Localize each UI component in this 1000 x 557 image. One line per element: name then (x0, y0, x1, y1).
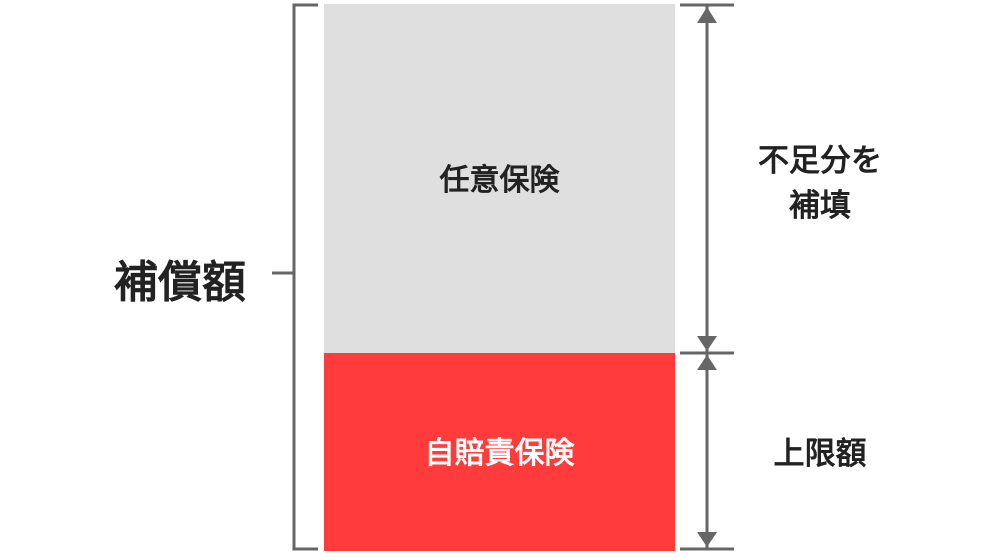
compulsory-insurance-block (324, 353, 675, 551)
optional-insurance-block (324, 4, 675, 353)
shortfall-label-line1: 不足分を (758, 143, 882, 179)
dimension-arrows (680, 3, 734, 551)
compensation-label: 補償額 (114, 257, 246, 308)
compulsory-insurance-label: 自賠責保険 (424, 436, 575, 471)
limit-label: 上限額 (773, 436, 867, 472)
optional-insurance-label: 任意保険 (439, 163, 560, 198)
shortfall-label-line2: 補填 (789, 188, 851, 224)
total-bracket (272, 3, 318, 551)
